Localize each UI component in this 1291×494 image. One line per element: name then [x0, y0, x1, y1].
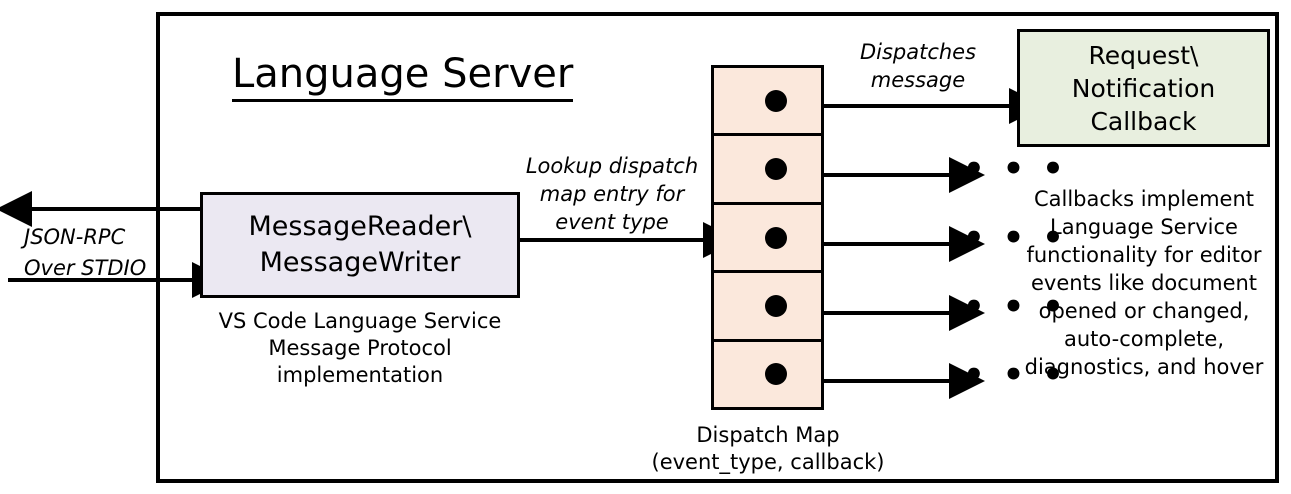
callback-description-line-4: events like document [1030, 271, 1258, 295]
callback-description-line-6: auto-complete, [1064, 327, 1224, 351]
lookup-dispatch-edge-label: Lookup dispatch map entry for event type [521, 152, 703, 236]
dispatches-edge-label-line-2: message [870, 68, 966, 92]
language-server-boundary [156, 12, 1279, 483]
ellipsis-dispatch-3: • • • [963, 218, 1067, 258]
dispatch-entry-2[interactable] [714, 136, 821, 205]
lookup-edge-label-line-2: map entry for [539, 182, 685, 206]
dispatches-message-edge-label: Dispatches message [838, 38, 998, 94]
jsonrpc-edge-label-line-1: JSON-RPC [24, 225, 126, 249]
message-reader-caption: VS Code Language Service Message Protoco… [200, 308, 520, 389]
ellipsis-dispatch-4: • • • [963, 287, 1067, 327]
callback-description: Callbacks implement Language Service fun… [1008, 185, 1280, 381]
callback-description-line-1: Callbacks implement [1033, 187, 1255, 211]
callback-description-line-2: Language Service [1050, 215, 1238, 239]
dispatch-dot-icon [765, 294, 787, 317]
callback-description-line-3: functionality for editor [1026, 243, 1262, 267]
message-reader-writer-box[interactable]: MessageReader\ MessageWriter [200, 192, 520, 298]
request-notification-callback-box[interactable]: Request\ Notification Callback [1017, 29, 1270, 147]
dispatch-entry-1[interactable] [714, 68, 821, 137]
message-reader-caption-line-2: Message Protocol implementation [268, 336, 452, 387]
dispatch-dot-icon [765, 226, 787, 249]
callback-box-line-2: Notification [1071, 73, 1216, 103]
dispatch-map-caption-line-1: Dispatch Map [696, 423, 840, 447]
dispatch-dot-icon [765, 158, 787, 181]
reader-box-line-2: MessageWriter [259, 247, 461, 278]
dispatch-entry-4[interactable] [714, 273, 821, 342]
jsonrpc-edge-label: JSON-RPC Over STDIO [24, 222, 164, 284]
jsonrpc-edge-label-line-2: Over STDIO [24, 256, 147, 280]
callback-description-line-5: opened or changed, [1038, 299, 1250, 323]
dispatches-edge-label-line-1: Dispatches [859, 40, 977, 64]
callback-box-line-3: Callback [1090, 106, 1197, 136]
dispatch-entry-3[interactable] [714, 204, 821, 274]
dispatch-dot-icon [765, 89, 787, 112]
dispatch-map-caption: Dispatch Map (event_type, callback) [650, 422, 886, 476]
dispatch-map-table[interactable] [711, 65, 824, 410]
lookup-edge-label-line-3: event type [555, 210, 669, 234]
ellipsis-dispatch-5: • • • [963, 355, 1067, 395]
callback-description-line-7: diagnostics, and hover [1024, 355, 1264, 379]
dispatch-map-caption-line-2: (event_type, callback) [651, 450, 885, 474]
dispatch-entry-5[interactable] [714, 341, 821, 408]
callback-box-line-1: Request\ [1088, 40, 1199, 70]
reader-box-line-1: MessageReader\ [248, 211, 472, 242]
dispatch-dot-icon [765, 363, 787, 386]
lookup-edge-label-line-1: Lookup dispatch [525, 154, 699, 178]
message-reader-caption-line-1: VS Code Language Service [218, 309, 502, 333]
page-title: Language Server [232, 50, 574, 102]
ellipsis-dispatch-2: • • • [963, 149, 1067, 189]
